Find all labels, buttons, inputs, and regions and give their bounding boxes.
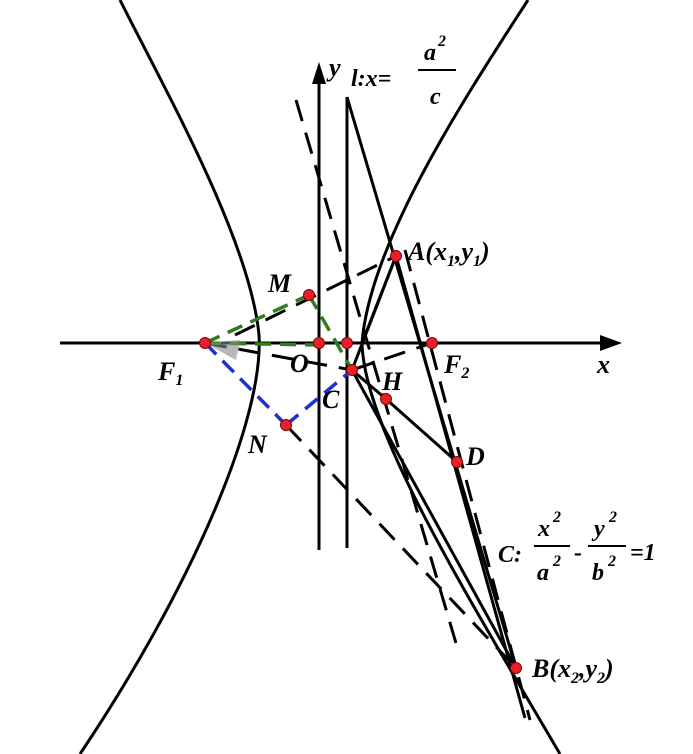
point-origin (313, 337, 325, 349)
svg-text:l:x=: l:x= (351, 66, 391, 92)
directrix-label: l:x= a 2 c (351, 33, 456, 110)
label-f2: F2 (443, 350, 469, 382)
label-f1: F1 (157, 357, 183, 389)
line-a-to-h (360, 255, 398, 344)
svg-text:a: a (537, 560, 549, 586)
point-directrix-x (341, 337, 353, 349)
y-axis-label: y (326, 53, 341, 82)
x-axis-arrow (600, 335, 622, 351)
hyperbola-equation: C: x 2 a 2 - y 2 b 2 =1 (498, 509, 656, 586)
point-h (380, 393, 392, 405)
y-axis-arrow (312, 62, 326, 84)
x-axis-label: x (596, 350, 610, 379)
line-c-to-h (351, 368, 387, 401)
label-b: B(x2,y2) (531, 654, 614, 687)
svg-text:a: a (424, 40, 436, 66)
point-d (451, 456, 463, 468)
label-c: C (322, 385, 340, 414)
green-dashed-f1-c (204, 341, 321, 347)
svg-text:2: 2 (607, 553, 616, 570)
point-f2 (426, 337, 438, 349)
point-c (346, 364, 358, 376)
point-b (510, 662, 522, 674)
dashed-c-to-f2 (351, 341, 433, 372)
dashed-f1-to-c (204, 341, 353, 372)
line-l-top-to-b (345, 96, 518, 669)
svg-text:-: - (574, 540, 582, 566)
svg-text:=1: =1 (630, 540, 656, 566)
point-f1 (199, 337, 211, 349)
angle-shade-f1 (205, 340, 240, 360)
svg-text:2: 2 (608, 509, 617, 526)
point-n (280, 419, 292, 431)
blue-dashed-f1-n (203, 341, 288, 427)
svg-text:b: b (592, 560, 604, 586)
svg-text:x: x (537, 516, 550, 542)
svg-text:y: y (591, 516, 605, 542)
point-m (303, 289, 315, 301)
point-a (390, 250, 402, 262)
label-d: D (465, 442, 485, 471)
dashed-n-to-b (284, 423, 518, 670)
svg-text:c: c (430, 84, 441, 110)
label-h: H (381, 367, 403, 396)
dashed-f1-to-a (234, 254, 397, 337)
label-m: M (267, 269, 292, 298)
svg-text:C:: C: (498, 542, 522, 568)
origin-label: O (290, 349, 309, 378)
asymptote-right-dashed (403, 249, 532, 721)
hyperbola-left-branch (78, 0, 261, 754)
green-dashed-f1-m (204, 293, 310, 345)
asymptote-left-dashed (294, 99, 460, 651)
svg-text:2: 2 (552, 553, 561, 570)
svg-text:2: 2 (437, 33, 446, 50)
svg-text:2: 2 (552, 509, 561, 526)
label-n: N (247, 430, 268, 459)
line-h-to-d (385, 397, 458, 464)
label-a: A(x1,y1) (406, 237, 490, 270)
green-dashed-m-c (307, 294, 354, 371)
line-c-to-b (350, 369, 518, 669)
